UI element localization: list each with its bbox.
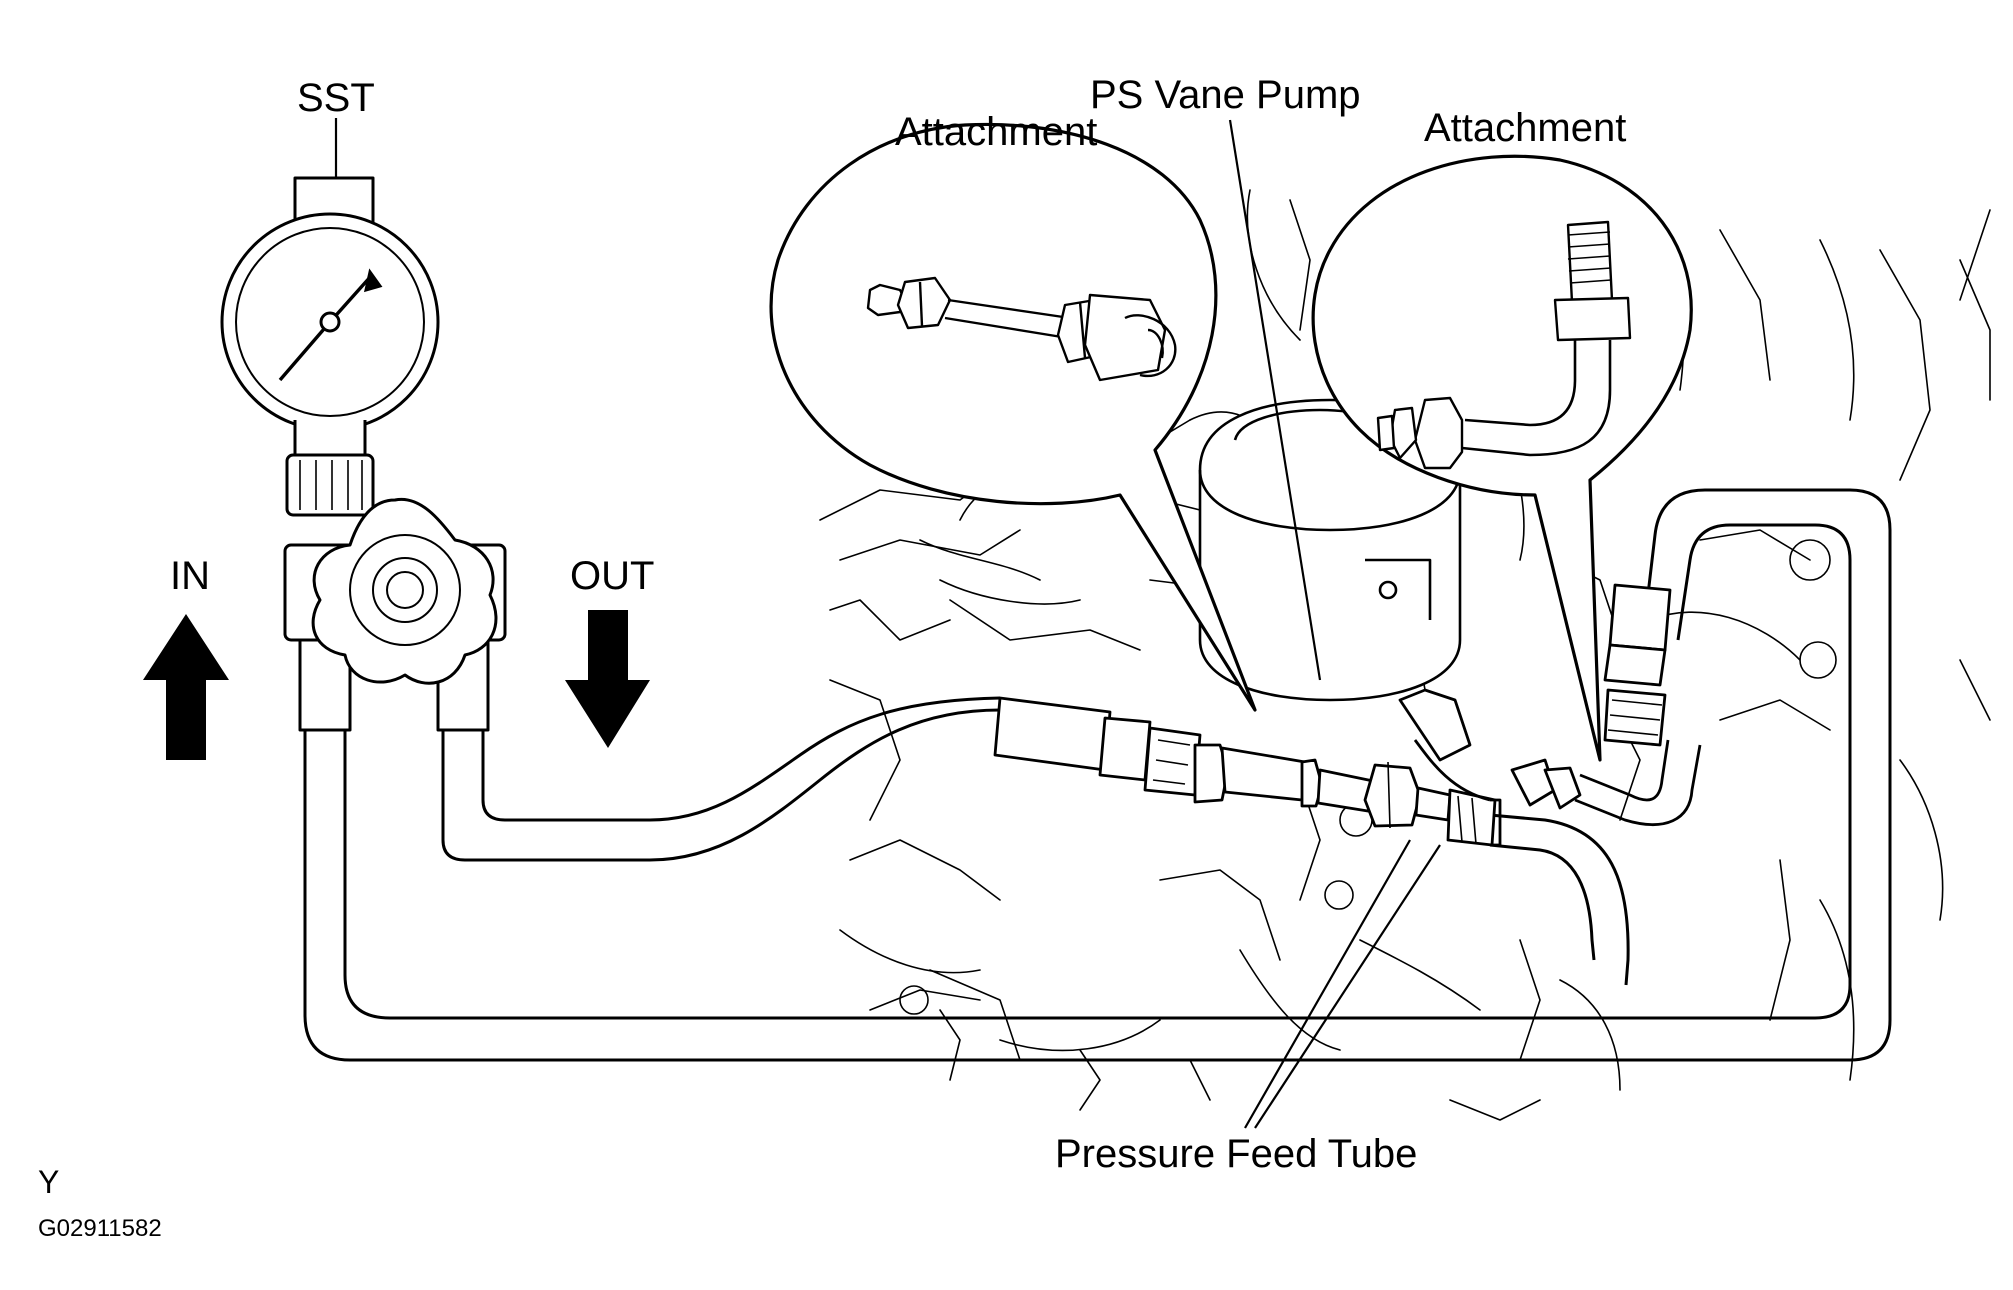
in-arrow-icon xyxy=(143,614,229,760)
in-label: IN xyxy=(170,554,210,598)
attachment-left-part xyxy=(866,276,1177,382)
attachment-left-label: Attachment xyxy=(895,110,1098,154)
out-arrow-icon xyxy=(565,610,650,748)
figure-region-code: Y xyxy=(38,1164,60,1200)
leader-lines xyxy=(334,118,1441,1129)
gauge-needle-icon xyxy=(278,268,383,382)
tube-fittings xyxy=(993,696,1502,847)
hose-out xyxy=(441,696,1001,862)
hose-in xyxy=(303,488,1892,1062)
ps-vane-pump-leader xyxy=(1228,119,1322,681)
attachment-right-part xyxy=(1376,220,1632,470)
ps-vane-pump-label: PS Vane Pump xyxy=(1090,73,1361,117)
figure-id-code: G02911582 xyxy=(38,1215,162,1242)
sst-gauge xyxy=(220,176,440,517)
attachment-left-callout xyxy=(769,122,1257,712)
pressure-feed-tube-leader xyxy=(1244,839,1411,1129)
right-connection-fittings xyxy=(1398,583,1702,826)
valve-knob-icon xyxy=(311,497,498,685)
sst-label: SST xyxy=(297,76,375,120)
pressure-feed-tube xyxy=(1489,813,1630,986)
attachment-right-label: Attachment xyxy=(1424,106,1627,150)
ps-vane-pump-body xyxy=(1198,398,1462,702)
out-label: OUT xyxy=(570,554,655,598)
pressure-feed-tube-label: Pressure Feed Tube xyxy=(1055,1132,1418,1176)
